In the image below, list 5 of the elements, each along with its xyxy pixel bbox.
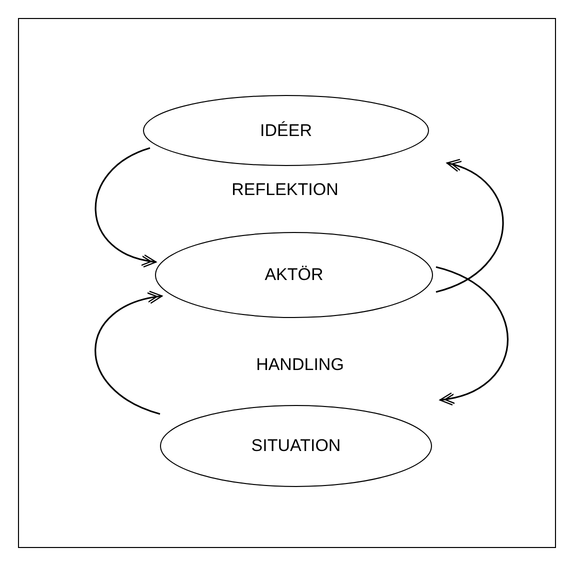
node-label: SITUATION [251,436,341,456]
cycle-label: HANDLING [256,355,344,375]
node-label: AKTÖR [264,265,324,285]
cycle-label: REFLEKTION [232,180,338,200]
node-label: IDÉER [260,120,312,140]
